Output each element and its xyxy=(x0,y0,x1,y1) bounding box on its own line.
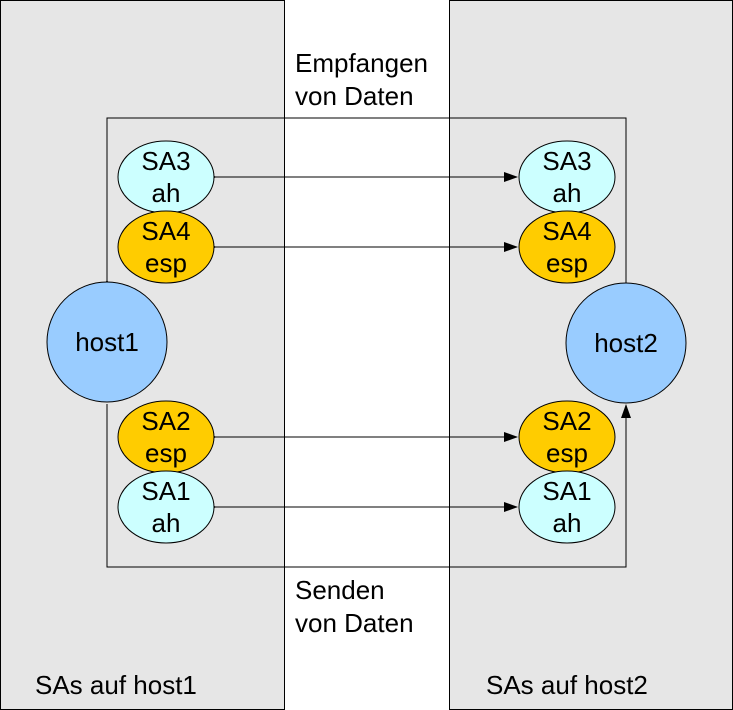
right-sa4-node xyxy=(518,210,616,284)
right-sa2-line1: SA2 xyxy=(542,406,591,436)
left-sa1-line1: SA1 xyxy=(141,476,190,506)
host1-node xyxy=(46,281,168,403)
receive-label-line2: von Daten xyxy=(295,81,414,111)
right-sa3-line1: SA3 xyxy=(542,146,591,176)
panel-host1-label: SAs auf host1 xyxy=(35,670,197,700)
send-label-line1: Senden xyxy=(295,575,385,605)
receive-label-line1: Empfangen xyxy=(295,48,428,78)
left-sa4-node xyxy=(117,210,215,284)
send-path xyxy=(106,404,631,568)
right-sa3-line2: ah xyxy=(553,178,582,208)
left-sa2-line2: esp xyxy=(145,438,187,468)
left-sa3-line2: ah xyxy=(152,178,181,208)
left-sa3-line1: SA3 xyxy=(141,146,190,176)
right-sa1-line2: ah xyxy=(553,508,582,538)
panel-host2-label: SAs auf host2 xyxy=(486,670,648,700)
right-sa4-line1: SA4 xyxy=(542,216,591,246)
host2-node xyxy=(565,282,687,404)
left-sa4-line1: SA4 xyxy=(141,216,190,246)
left-sa1-node xyxy=(117,470,215,544)
send-label-line2: von Daten xyxy=(295,608,414,638)
left-sa4-line2: esp xyxy=(145,248,187,278)
right-sa4-line2: esp xyxy=(546,248,588,278)
right-sa2-line2: esp xyxy=(546,438,588,468)
receive-path xyxy=(102,117,627,293)
right-sa1-line1: SA1 xyxy=(542,476,591,506)
host1-label: host1 xyxy=(75,327,139,357)
right-sa1-node xyxy=(518,470,616,544)
left-sa1-line2: ah xyxy=(152,508,181,538)
left-sa2-line1: SA2 xyxy=(141,406,190,436)
host2-label: host2 xyxy=(594,328,658,358)
